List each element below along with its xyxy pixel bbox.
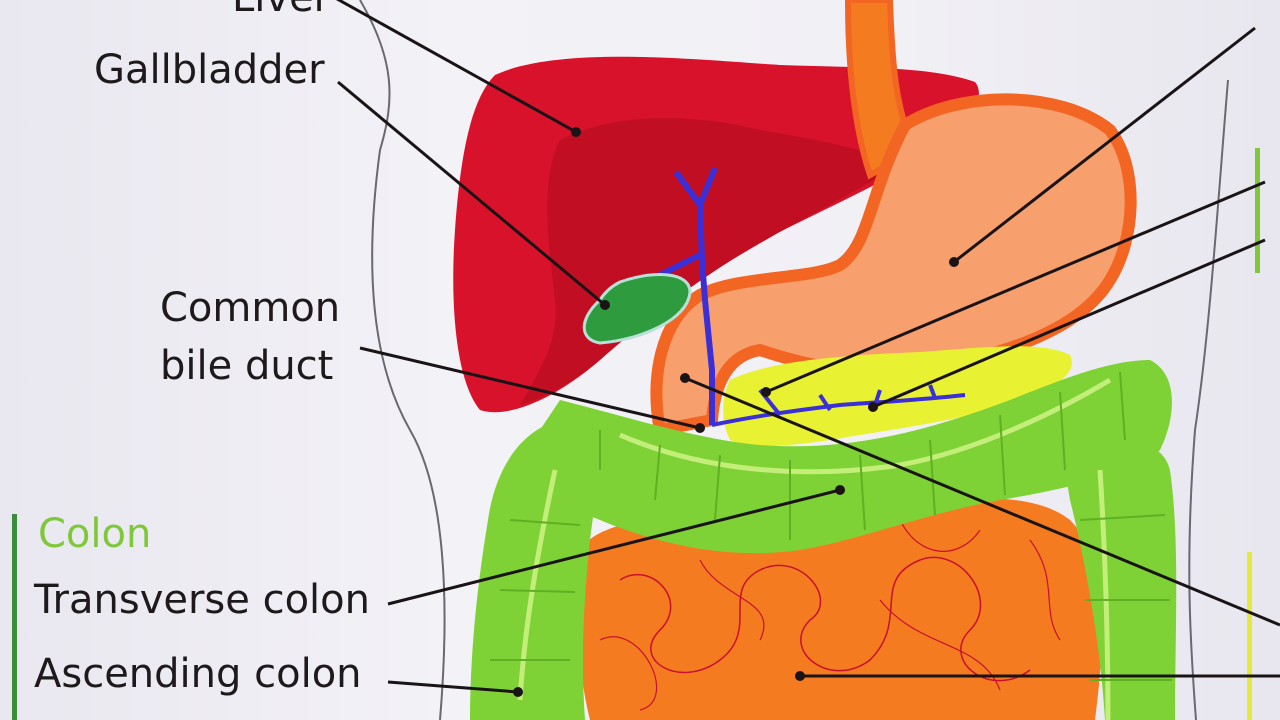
leader-right-3 — [684, 376, 1280, 627]
stomach — [650, 93, 1137, 438]
label-colon-heading: Colon — [38, 511, 152, 557]
right-bracket-yellow — [1247, 552, 1252, 720]
label-common-bile-duct-line2: bile duct — [160, 343, 334, 389]
leader-gallbladder — [337, 80, 606, 307]
leader-stomach — [953, 26, 1256, 264]
body-outline-right — [1188, 79, 1229, 720]
pancreatic-duct — [711, 384, 966, 427]
leader-lines — [335, 0, 1280, 694]
leader-dots — [513, 127, 959, 697]
label-gallbladder: Gallbladder — [94, 47, 325, 93]
leader-ascending-colon — [387, 680, 519, 694]
label-ascending-colon: Ascending colon — [34, 651, 362, 697]
gallbladder — [582, 273, 692, 345]
label-transverse-colon: Transverse colon — [34, 577, 370, 623]
body-outline-left — [359, 0, 446, 720]
leader-common-bile-duct — [359, 346, 701, 430]
leader-transverse-colon — [387, 488, 841, 606]
label-liver: Liver — [232, 0, 330, 18]
colon — [470, 360, 1177, 720]
leader-liver — [335, 0, 577, 134]
leader-right-2 — [872, 238, 1266, 409]
leader-right-1 — [765, 180, 1266, 394]
right-bracket-green — [1255, 148, 1260, 273]
label-common-bile-duct-line1: Common — [160, 285, 341, 331]
small-intestine — [578, 497, 1103, 720]
colon-bracket — [12, 514, 17, 720]
